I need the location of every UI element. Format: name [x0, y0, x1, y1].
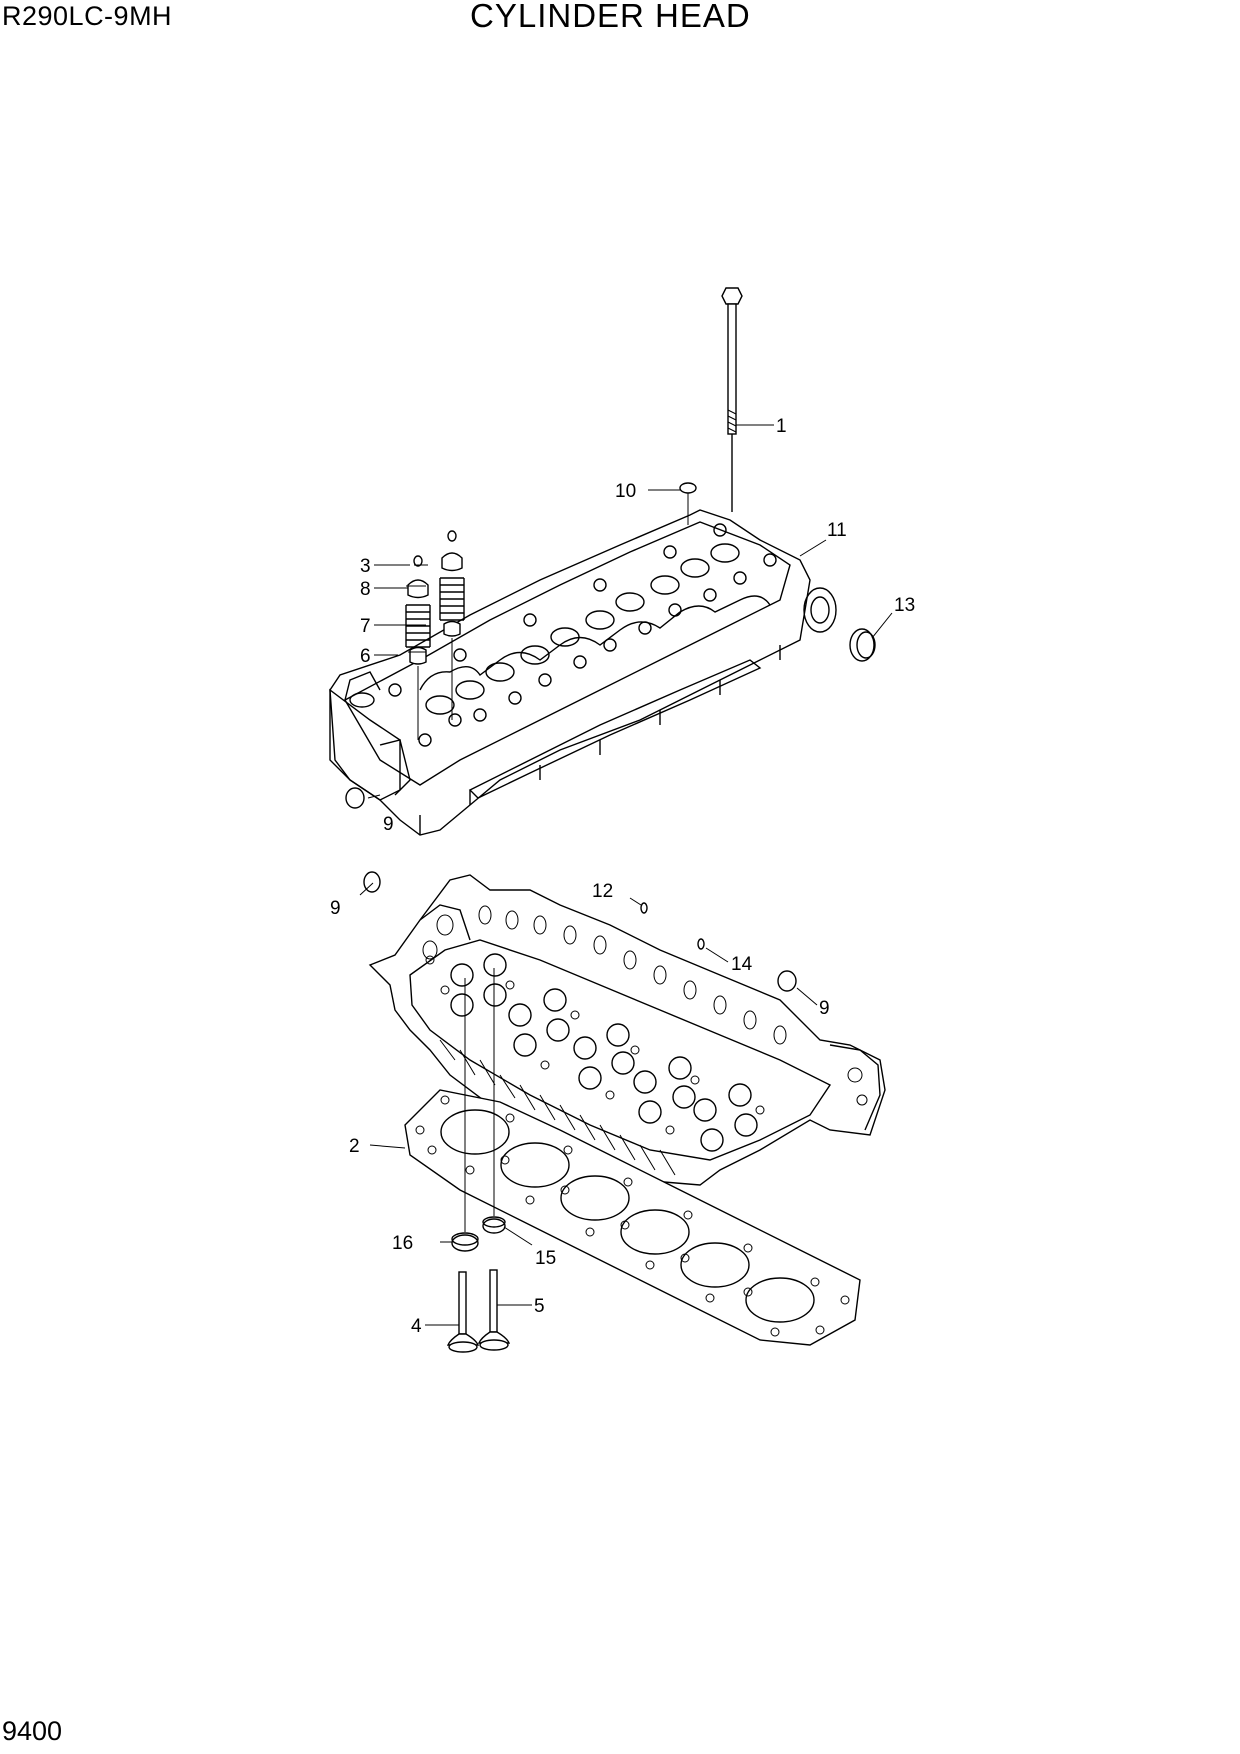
page-title: CYLINDER HEAD — [470, 0, 751, 34]
leader-lines — [359, 424, 893, 1326]
callout-2: 2 — [349, 1136, 360, 1157]
plug-right — [777, 970, 797, 992]
callout-4: 4 — [411, 1316, 422, 1337]
exhaust-valve — [477, 1269, 511, 1351]
head-bolt — [721, 287, 743, 512]
callout-11: 11 — [827, 520, 847, 541]
intake-valve — [446, 1271, 480, 1353]
dowel-pin-14 — [697, 938, 705, 950]
callout-13: 13 — [894, 595, 915, 616]
callout-5: 5 — [534, 1296, 545, 1317]
head-gasket — [404, 1089, 861, 1346]
callout-8: 8 — [360, 579, 371, 600]
model-code: R290LC-9MH — [2, 1, 173, 31]
page-number: 9400 — [2, 1716, 63, 1746]
cylinder-head-top-assembly — [329, 509, 837, 836]
callout-9-left: 9 — [330, 898, 341, 919]
valve-stem-seal-16 — [451, 1232, 479, 1252]
dowel-pin-12 — [640, 902, 648, 914]
callout-10: 10 — [615, 481, 636, 502]
valve-stem-seal-15 — [482, 1216, 506, 1234]
callout-9-right: 9 — [819, 998, 830, 1019]
seal-ring-outlet — [849, 628, 876, 662]
callout-7: 7 — [360, 616, 371, 637]
plug-upper — [345, 787, 365, 809]
callout-14: 14 — [731, 954, 753, 975]
o-ring-small — [679, 482, 697, 494]
callout-3: 3 — [360, 556, 371, 577]
callout-9-upper: 9 — [383, 814, 394, 835]
callout-1: 1 — [776, 416, 787, 437]
callout-12: 12 — [592, 881, 613, 902]
callout-6: 6 — [360, 646, 371, 667]
callout-15: 15 — [535, 1248, 556, 1269]
callout-16: 16 — [392, 1233, 413, 1254]
valve-train-stack-right — [439, 530, 465, 720]
